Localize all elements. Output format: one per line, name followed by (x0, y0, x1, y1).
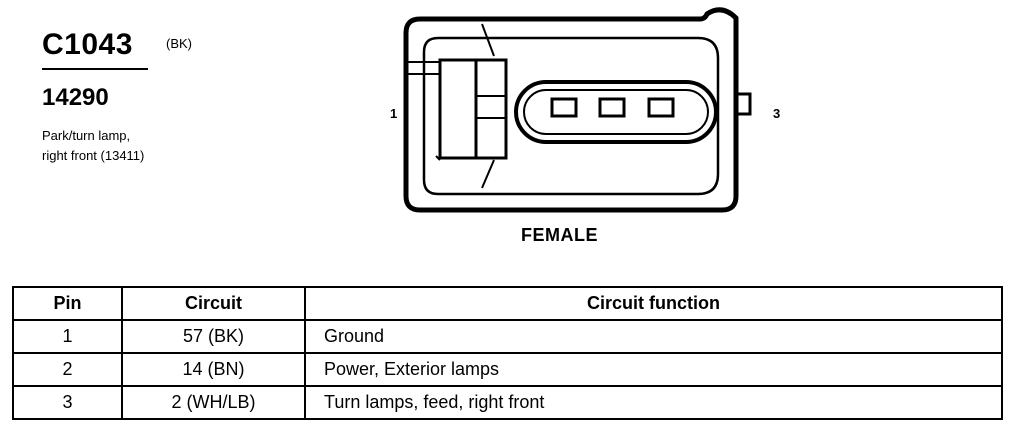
pin-slot-1 (550, 97, 578, 118)
table-header-row: Pin Circuit Circuit function (12, 286, 1003, 321)
terminal-cavity-inner (523, 89, 709, 135)
cell-pin: 3 (12, 385, 123, 420)
key-tab (734, 92, 752, 116)
cell-circuit-function: Turn lamps, feed, right front (304, 385, 1003, 420)
cell-pin: 2 (12, 352, 123, 387)
connector-drawing (403, 7, 752, 213)
guide-line-bottom (481, 159, 495, 189)
pin-label-right: 3 (773, 106, 781, 121)
part-number: 14290 (42, 84, 109, 111)
connector-housing-outer (403, 7, 739, 213)
cell-circuit: 57 (BK) (121, 319, 306, 354)
header-circuit: Circuit (121, 286, 306, 321)
guide-line-top (481, 23, 495, 57)
cell-circuit: 2 (WH/LB) (121, 385, 306, 420)
terminal-block-right (474, 58, 508, 160)
pin-label-left: 1 (390, 106, 398, 121)
description-line-1: Park/turn lamp, (42, 128, 131, 143)
pin-slot-2 (598, 97, 626, 118)
terminal-cavity-outer (514, 80, 718, 144)
connector-housing-inner (422, 36, 720, 196)
cell-circuit-function: Ground (304, 319, 1003, 354)
cell-pin: 1 (12, 319, 123, 354)
table-row: 3 2 (WH/LB) Turn lamps, feed, right fron… (12, 385, 1003, 420)
header-circuit-function: Circuit function (304, 286, 1003, 321)
title-underline (42, 68, 148, 70)
header-pin: Pin (12, 286, 123, 321)
cell-circuit: 14 (BN) (121, 352, 306, 387)
pinout-table: Pin Circuit Circuit function 1 57 (BK) G… (12, 286, 1003, 420)
cell-circuit-function: Power, Exterior lamps (304, 352, 1003, 387)
description-line-2: right front (13411) (42, 148, 145, 163)
table-row: 2 14 (BN) Power, Exterior lamps (12, 352, 1003, 387)
connector-id: C1043 (42, 28, 133, 61)
terminal-block-left (438, 58, 478, 160)
connector-gender-label: FEMALE (521, 225, 598, 245)
pin-slot-3 (647, 97, 675, 118)
table-row: 1 57 (BK) Ground (12, 319, 1003, 354)
connector-description: Park/turn lamp, right front (13411) (42, 126, 144, 166)
connector-color-code: (BK) (166, 36, 192, 51)
